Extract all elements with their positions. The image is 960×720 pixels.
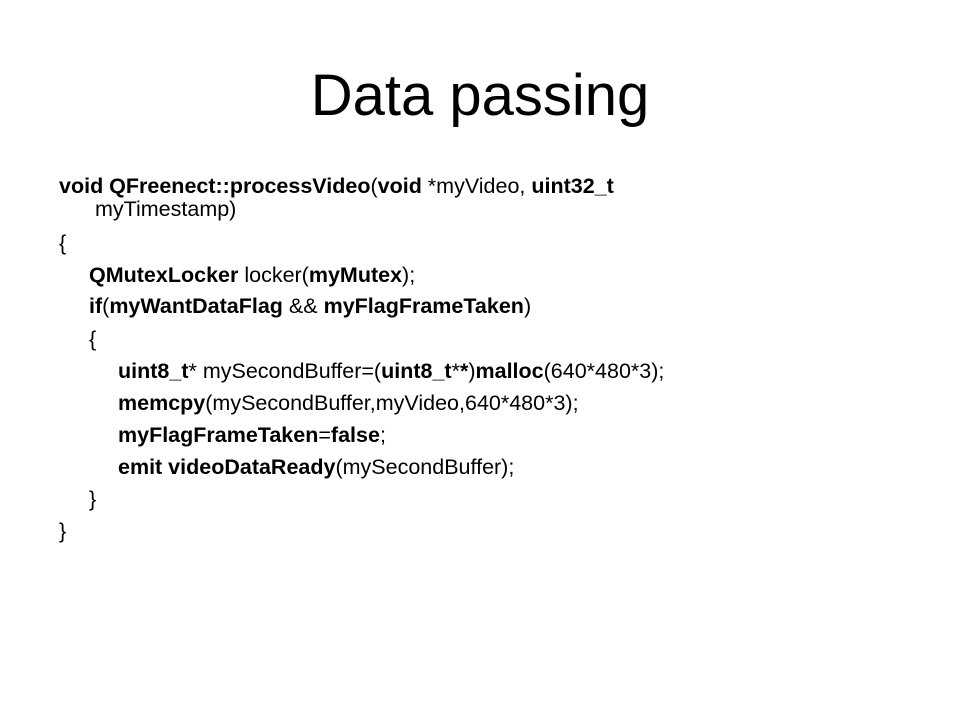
- code-text: * mySecondBuffer=(: [188, 359, 382, 383]
- code-line: myTimestamp): [95, 196, 236, 222]
- code-keyword: uint32_t: [531, 174, 614, 198]
- code-text: myTimestamp): [95, 197, 237, 221]
- code-text: ;: [379, 423, 386, 447]
- code-text: (: [102, 294, 110, 318]
- code-line: myFlagFrameTaken=false;: [118, 422, 386, 448]
- code-text: ): [523, 294, 532, 318]
- code-line: uint8_t* mySecondBuffer=(uint8_t**)mallo…: [118, 358, 664, 384]
- code-line: memcpy(mySecondBuffer,myVideo,640*480*3)…: [118, 390, 579, 416]
- code-text: {: [59, 231, 67, 255]
- code-keyword: malloc: [475, 359, 544, 383]
- code-line: }: [89, 486, 96, 512]
- code-keyword: uint8_t: [381, 359, 452, 383]
- code-keyword: QMutexLocker: [89, 263, 239, 287]
- code-keyword: if: [89, 294, 103, 318]
- code-keyword: myWantDataFlag: [109, 294, 283, 318]
- code-line: {: [89, 326, 96, 352]
- code-text: );: [402, 263, 416, 287]
- code-text: }: [59, 519, 67, 543]
- code-line: void QFreenect::processVideo(void *myVid…: [59, 173, 614, 199]
- code-text: *myVideo,: [421, 174, 532, 198]
- code-keyword: myFlagFrameTaken: [323, 294, 524, 318]
- code-keyword: uint8_t: [118, 359, 189, 383]
- code-line: QMutexLocker locker(myMutex);: [89, 262, 415, 288]
- code-text: (: [370, 174, 378, 198]
- code-keyword: void QFreenect::processVideo: [59, 174, 371, 198]
- code-text: {: [89, 327, 97, 351]
- code-text: =: [318, 423, 331, 447]
- slide-title: Data passing: [310, 63, 650, 128]
- code-keyword: emit videoDataReady: [118, 455, 336, 479]
- code-line: emit videoDataReady(mySecondBuffer);: [118, 454, 514, 480]
- code-keyword: myMutex: [308, 263, 403, 287]
- code-text: (mySecondBuffer,myVideo,640*480*3);: [205, 391, 579, 415]
- code-keyword: memcpy: [118, 391, 206, 415]
- code-text: }: [89, 487, 97, 511]
- code-keyword: *: [459, 359, 469, 383]
- code-keyword: void: [377, 174, 422, 198]
- code-keyword: myFlagFrameTaken: [118, 423, 319, 447]
- code-line: if(myWantDataFlag && myFlagFrameTaken): [89, 293, 531, 319]
- code-line: }: [59, 518, 66, 544]
- code-text: (640*480*3);: [543, 359, 665, 383]
- code-keyword: false: [330, 423, 380, 447]
- code-text: (mySecondBuffer);: [335, 455, 515, 479]
- code-line: {: [59, 230, 66, 256]
- code-text: &&: [282, 294, 324, 318]
- code-text: ): [468, 359, 476, 383]
- code-text: *: [451, 359, 460, 383]
- code-text: locker(: [238, 263, 309, 287]
